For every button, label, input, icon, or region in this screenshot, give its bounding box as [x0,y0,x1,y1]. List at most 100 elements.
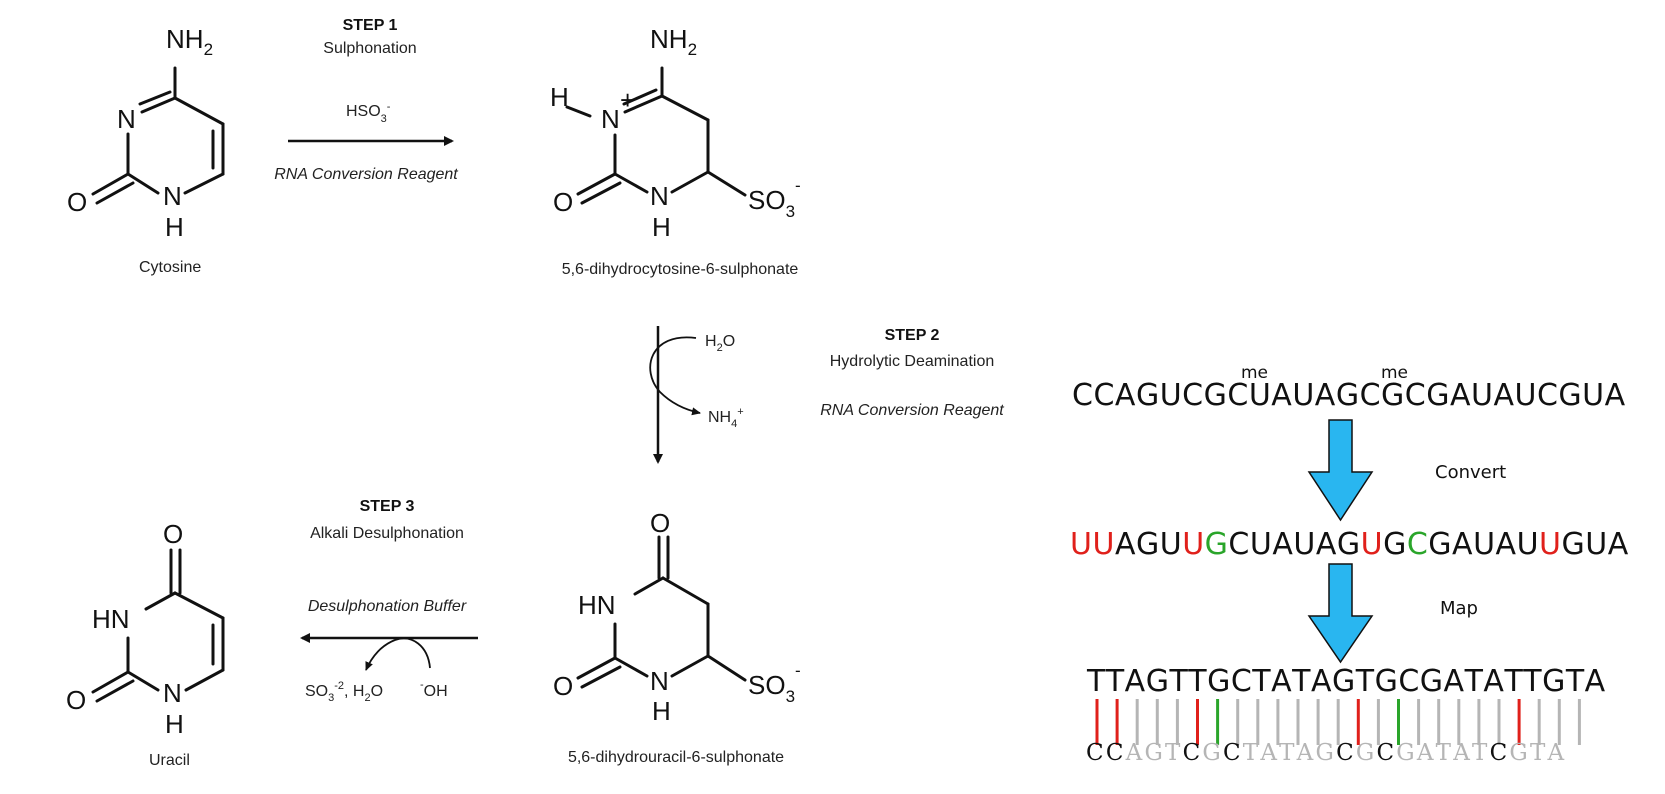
mapped-base: T [1169,664,1189,699]
step2-ammonium: NH4+ [708,406,744,430]
uracil-n1-label: N [163,678,182,708]
uracil-hn-label: HN [92,604,130,634]
mapped-read-sequence: TTAGTTGCTATAGTGCGATATTGTA [1087,664,1606,699]
original-base: G [1335,378,1360,413]
original-base: G [1135,378,1160,413]
converted-base: C [1406,527,1429,562]
reference-base: C [1086,740,1106,766]
converted-base: U [1293,527,1316,562]
step1-reagent: RNA Conversion Reagent [274,166,458,183]
converted-base: U [1249,527,1273,562]
mapped-base: A [1271,664,1293,699]
converted-base: U [1516,527,1540,562]
uracil-molecule: O HN O N H Uracil [66,519,225,769]
mapped-base: T [1087,664,1106,699]
converted-base: G [1135,527,1160,562]
int2-hn-label: HN [578,590,616,620]
original-base: U [1582,378,1605,413]
mapped-base: T [1188,664,1208,699]
step2-title: STEP 2 [885,327,940,344]
reference-base: A [1296,740,1316,766]
reference-base: T [1529,740,1548,766]
original-base: A [1449,378,1471,413]
converted-base: A [1607,527,1629,562]
mapped-base: T [1252,664,1272,699]
original-base: C [1536,378,1559,413]
original-base: U [1159,378,1183,413]
int2-so3-label: SO3- [748,661,801,706]
dihydrocytosine-sulphonate-molecule: NH2 H N + O N H SO3- 5,6-dihydrocytosine… [550,24,801,278]
step1-reagent-formula: HSO3- [346,101,391,125]
step3-hydroxide: -OH [420,679,448,700]
reference-base: G [1315,740,1337,766]
converted-base: U [1473,527,1496,562]
mapped-base: A [1124,664,1146,699]
reference-base: C [1376,740,1397,766]
convert-arrow [1307,419,1374,522]
dihydrouracil-sulphonate-molecule: O HN O N H SO3- 5,6-dihydrouracil-6-sulp… [553,508,801,766]
step2-curved-arrow [649,336,701,416]
methyl-mark-2: me [1381,363,1409,383]
mapped-base: G [1419,664,1444,699]
original-base: A [1271,378,1293,413]
converted-base: U [1360,527,1384,562]
reference-base: A [1125,740,1145,766]
original-base: C [1182,378,1204,413]
step3-products: SO3-2, H2O [305,680,383,704]
converted-rna-sequence: UUAGUUGCUAUAGUGCGAUAUUGUA [1070,527,1629,562]
reference-base: G [1396,740,1417,766]
mapped-base: T [1523,664,1543,699]
methyl-mark-1: me [1241,363,1269,383]
original-base: U [1292,378,1315,413]
step2-name: Hydrolytic Deamination [830,353,995,370]
mapped-base: A [1584,664,1606,699]
converted-base: A [1272,527,1294,562]
int2-o-label: O [553,671,573,701]
mapped-base: T [1565,664,1585,699]
converted-base: U [1585,527,1608,562]
uracil-caption: Uracil [149,752,190,769]
map-label: Map [1440,598,1478,619]
step1-name: Sulphonation [323,40,416,57]
original-base: A [1604,378,1626,413]
original-base: G [1381,378,1405,413]
int1-o-label: O [553,187,573,217]
mapped-base: T [1464,664,1484,699]
mapped-base: A [1483,664,1505,699]
uracil-o-label: O [66,685,86,715]
original-base: U [1514,378,1537,413]
converted-base: U [1159,527,1183,562]
convert-label: Convert [1435,462,1507,483]
converted-base: A [1495,527,1517,562]
original-base: G [1203,378,1228,413]
mapped-base: G [1374,664,1399,699]
mapped-base: G [1145,664,1170,699]
original-base: G [1426,378,1450,413]
alignment-lines [1095,699,1581,745]
cytosine-caption: Cytosine [139,259,201,276]
reference-base: A [1547,740,1567,766]
step3-name: Alkali Desulphonation [310,525,464,542]
int1-h-label: H [652,212,671,242]
int1-n-plus-label: N [601,104,620,134]
original-base: A [1314,378,1336,413]
step3-annotation: STEP 3 Alkali Desulphonation Desulphonat… [300,498,478,704]
original-base: C [1093,378,1115,413]
original-base: A [1493,378,1515,413]
converted-base: G [1336,527,1361,562]
converted-base: U [1182,527,1205,562]
reference-base: A [1453,740,1473,766]
mapped-base: T [1504,664,1524,699]
step3-reagent: Desulphonation Buffer [308,598,467,615]
original-base: C [1404,378,1427,413]
step2-reagent: RNA Conversion Reagent [820,402,1004,419]
converted-base: G [1428,527,1453,562]
reference-base: T [1242,740,1261,766]
int1-caption: 5,6-dihydrocytosine-6-sulphonate [562,261,799,278]
uracil-h-label: H [165,709,184,739]
converted-base: A [1452,527,1474,562]
mapped-base: C [1398,664,1420,699]
step1-annotation: STEP 1 Sulphonation HSO3- RNA Conversion… [274,17,458,183]
original-base: C [1072,378,1094,413]
